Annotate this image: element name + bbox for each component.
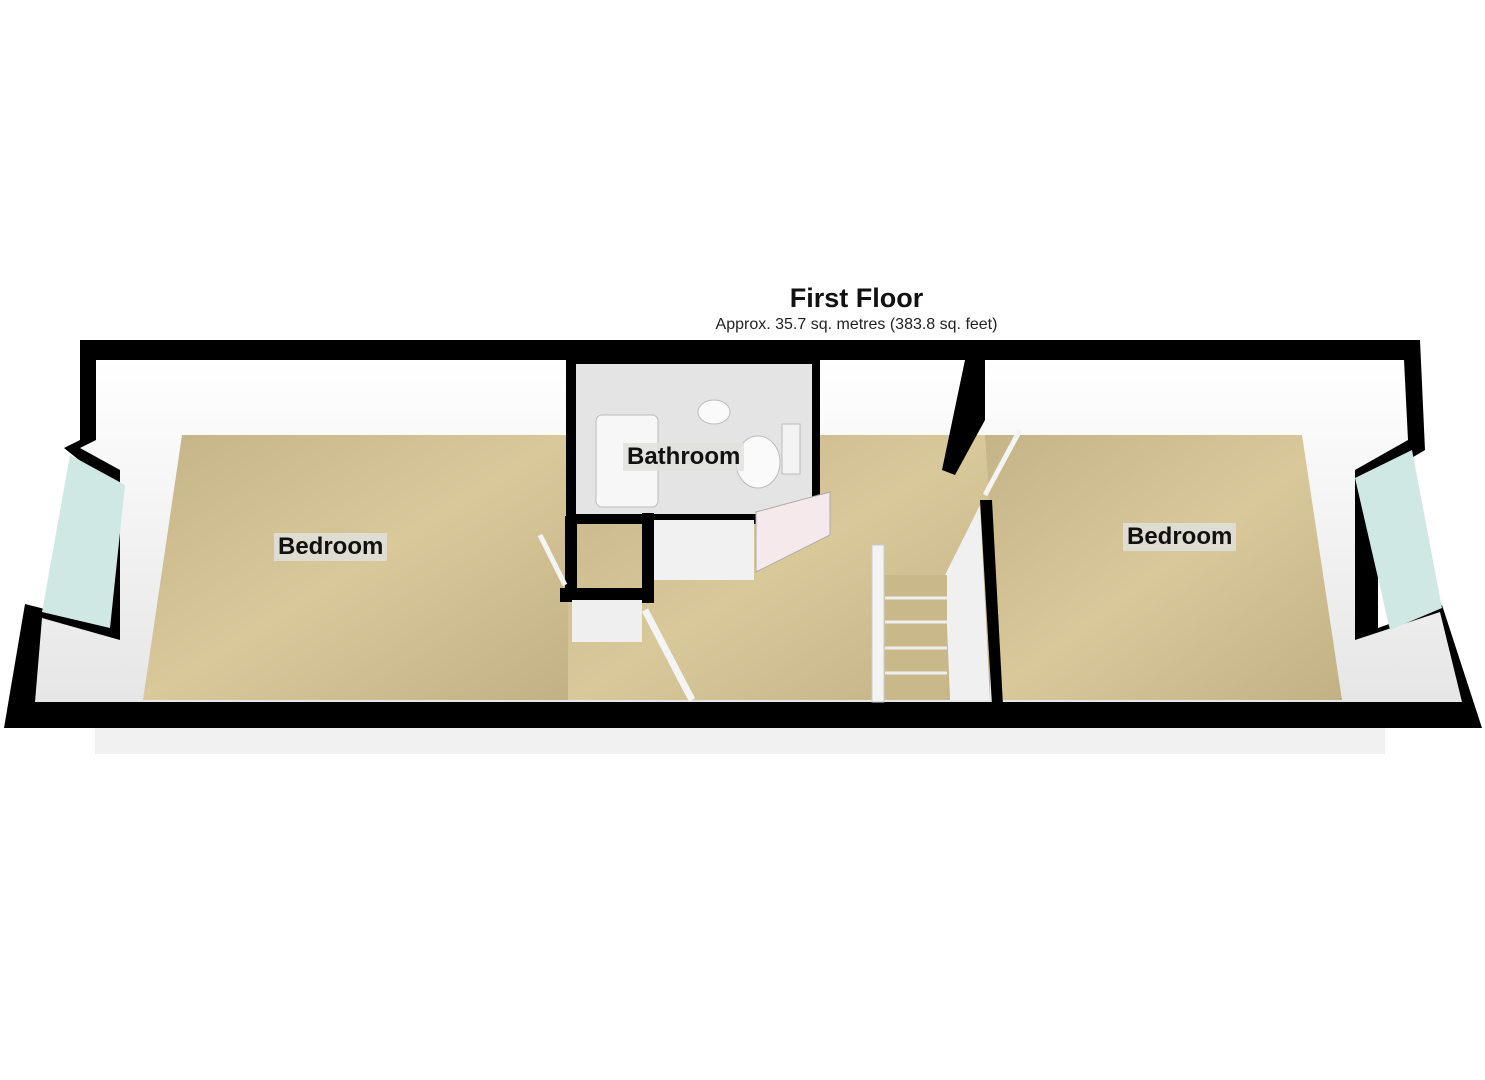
cupboard-wall <box>560 588 644 602</box>
cupboard-face <box>572 600 642 642</box>
sink <box>697 399 731 425</box>
bedroom-left-floor <box>143 435 568 700</box>
bedroom-divider-face <box>945 505 990 700</box>
room-label-bathroom: Bathroom <box>623 443 745 471</box>
hall-wall <box>642 513 654 603</box>
bedroom-divider <box>980 500 1003 705</box>
door-cupboard <box>537 533 568 587</box>
floor-shadow <box>95 728 1385 754</box>
floor-title: First Floor <box>789 283 924 313</box>
room-label-bedroom-right: Bedroom <box>1123 523 1237 551</box>
door-left-bedroom <box>641 608 696 702</box>
bedroom-right-floor <box>985 435 1342 700</box>
window-right <box>1355 450 1442 630</box>
toilet-cistern <box>781 423 801 475</box>
door-right-bedroom <box>982 428 1023 497</box>
window-left <box>42 455 125 628</box>
room-label-bedroom-left: Bedroom <box>274 533 388 561</box>
staircase <box>871 544 947 703</box>
hall-wall-face <box>654 520 754 580</box>
floor-area: Approx. 35.7 sq. metres (383.8 sq. feet) <box>715 316 998 333</box>
bathroom-door <box>755 491 831 573</box>
partition-wall <box>565 516 577 596</box>
hall-wall-right <box>942 360 985 475</box>
